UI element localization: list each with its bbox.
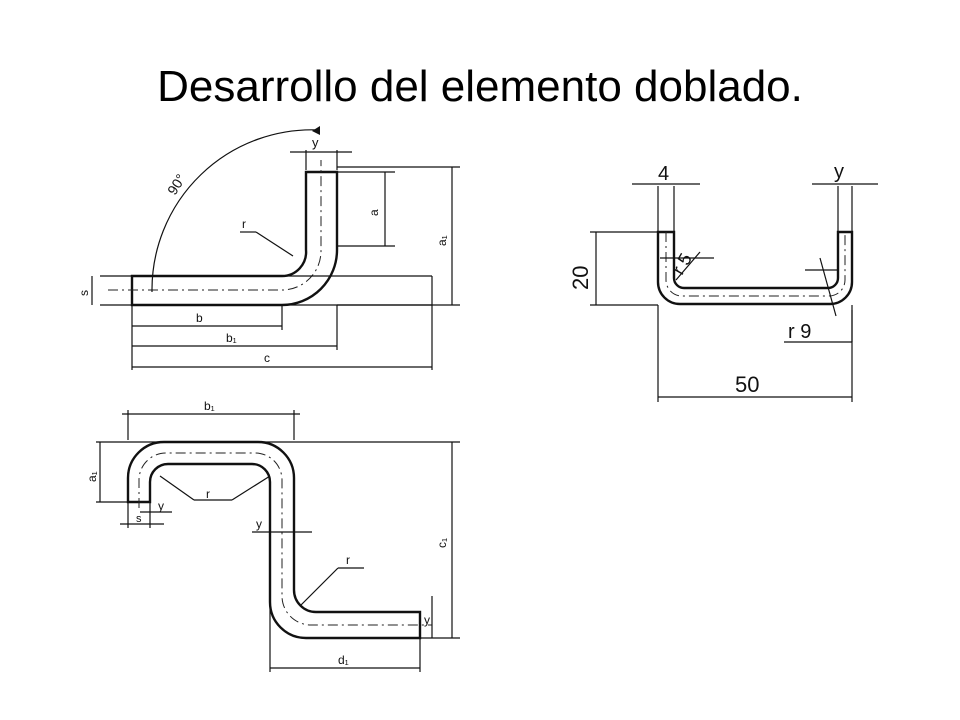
label-width: 50	[735, 372, 759, 397]
slide-title: Desarrollo del elemento doblado.	[157, 62, 803, 111]
label-d1: d₁	[338, 653, 349, 667]
label-a1: a₁	[435, 235, 449, 246]
label-a1: a₁	[85, 471, 99, 482]
angle-label: 90°	[164, 171, 189, 197]
label-y-mid: y	[256, 517, 262, 531]
figure-z-bend: b₁ a₁ r y s y c₁ r y d₁	[85, 399, 460, 672]
figure-u-channel: 4 y 20 r 5 r 9 50	[568, 161, 878, 402]
label-y: y	[312, 135, 319, 150]
label-outer-radius: r 9	[788, 321, 811, 343]
label-y: y	[834, 161, 844, 183]
label-c1: c₁	[435, 538, 449, 548]
label-r: r	[242, 217, 246, 231]
label-b: b	[196, 311, 203, 325]
label-y-right: y	[424, 613, 430, 627]
label-r-top: r	[206, 487, 210, 501]
label-b1: b₁	[226, 331, 237, 345]
label-height: 20	[568, 266, 593, 290]
label-c: c	[264, 351, 270, 365]
label-thickness: 4	[658, 163, 669, 185]
label-s: s	[136, 513, 142, 525]
figure-l-bend: 90° y a a₁ r s b b₁ c	[77, 126, 460, 370]
label-y-left: y	[158, 499, 164, 513]
label-a: a	[367, 209, 381, 216]
label-b1: b₁	[204, 399, 215, 413]
label-inner-radius: r 5	[668, 250, 696, 278]
label-r-bottom: r	[346, 553, 350, 567]
label-s: s	[77, 290, 91, 296]
